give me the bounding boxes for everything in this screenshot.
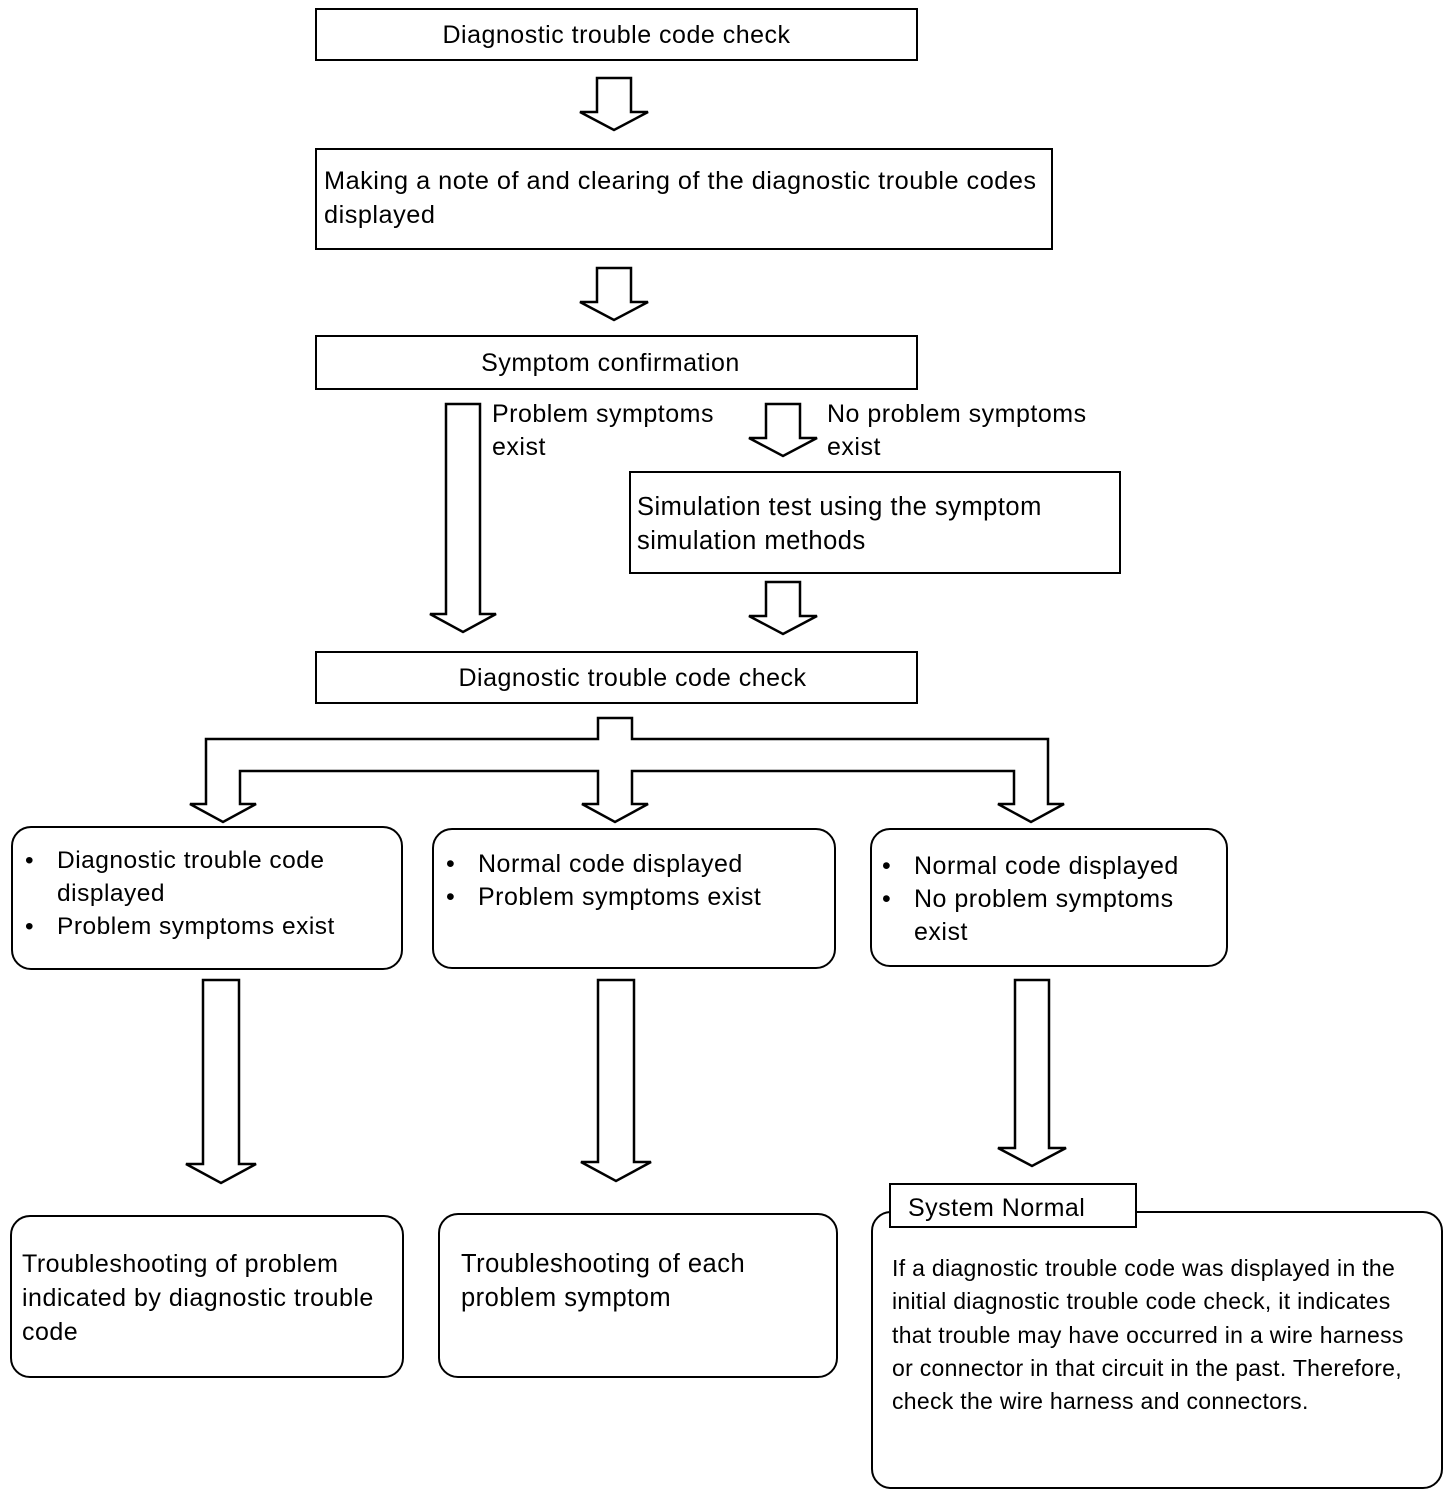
arrow-three-way-branch xyxy=(189,716,1065,824)
case-normal-with-symptoms-box: Normal code displayed Problem symptoms e… xyxy=(432,828,836,969)
system-normal-box: If a diagnostic trouble code was display… xyxy=(871,1211,1443,1489)
arrow-simulation-to-check xyxy=(748,580,818,636)
symptom-confirmation-label: Symptom confirmation xyxy=(481,348,740,377)
case-normal-no-symptoms-box: Normal code displayed No problem symptom… xyxy=(870,828,1228,967)
troubleshoot-dtc-label: Troubleshooting of problem indicated by … xyxy=(22,1250,374,1346)
branch-label-problem: Problem symptoms exist xyxy=(492,398,754,464)
dtc-check-box-2: Diagnostic trouble code check xyxy=(315,651,918,704)
dtc-check-box-1: Diagnostic trouble code check xyxy=(315,8,918,61)
system-normal-title-tab: System Normal xyxy=(889,1183,1137,1228)
troubleshoot-symptom-box: Troubleshooting of each problem symptom xyxy=(438,1213,838,1378)
arrow-step1-to-step2 xyxy=(579,76,649,132)
arrow-case-b-to-result xyxy=(580,978,652,1183)
case-c-item-1: Normal code displayed xyxy=(878,850,1222,883)
arrow-problem-symptoms xyxy=(429,402,497,634)
note-and-clear-label: Making a note of and clearing of the dia… xyxy=(324,167,1037,229)
troubleshoot-symptom-label: Troubleshooting of each problem symptom xyxy=(461,1250,746,1312)
system-normal-description: If a diagnostic trouble code was display… xyxy=(892,1255,1404,1415)
arrow-case-a-to-result xyxy=(185,978,257,1185)
simulation-test-label: Simulation test using the symptom simula… xyxy=(637,493,1042,555)
branch-label-no-problem-text: No problem symptoms exist xyxy=(827,400,1087,461)
simulation-test-box: Simulation test using the symptom simula… xyxy=(629,471,1121,574)
case-b-item-1: Normal code displayed xyxy=(442,848,826,881)
case-c-item-2: No problem symptoms exist xyxy=(878,883,1222,949)
system-normal-title: System Normal xyxy=(908,1194,1086,1222)
case-b-item-2: Problem symptoms exist xyxy=(442,881,826,914)
branch-label-problem-text: Problem symptoms exist xyxy=(492,400,714,461)
troubleshoot-dtc-box: Troubleshooting of problem indicated by … xyxy=(10,1215,404,1378)
case-a-item-1: Diagnostic trouble code displayed xyxy=(21,844,393,910)
case-a-item-2: Problem symptoms exist xyxy=(21,910,393,943)
case-dtc-displayed-box: Diagnostic trouble code displayed Proble… xyxy=(11,826,403,970)
note-and-clear-box: Making a note of and clearing of the dia… xyxy=(315,148,1053,250)
dtc-check-label-1: Diagnostic trouble code check xyxy=(442,20,791,49)
arrow-no-problem-symptoms xyxy=(748,402,818,458)
arrow-step2-to-step3 xyxy=(579,266,649,322)
arrow-case-c-to-normal xyxy=(997,978,1067,1168)
dtc-check-label-2: Diagnostic trouble code check xyxy=(458,663,807,692)
branch-label-no-problem: No problem symptoms exist xyxy=(827,398,1145,464)
symptom-confirmation-box: Symptom confirmation xyxy=(315,335,918,390)
